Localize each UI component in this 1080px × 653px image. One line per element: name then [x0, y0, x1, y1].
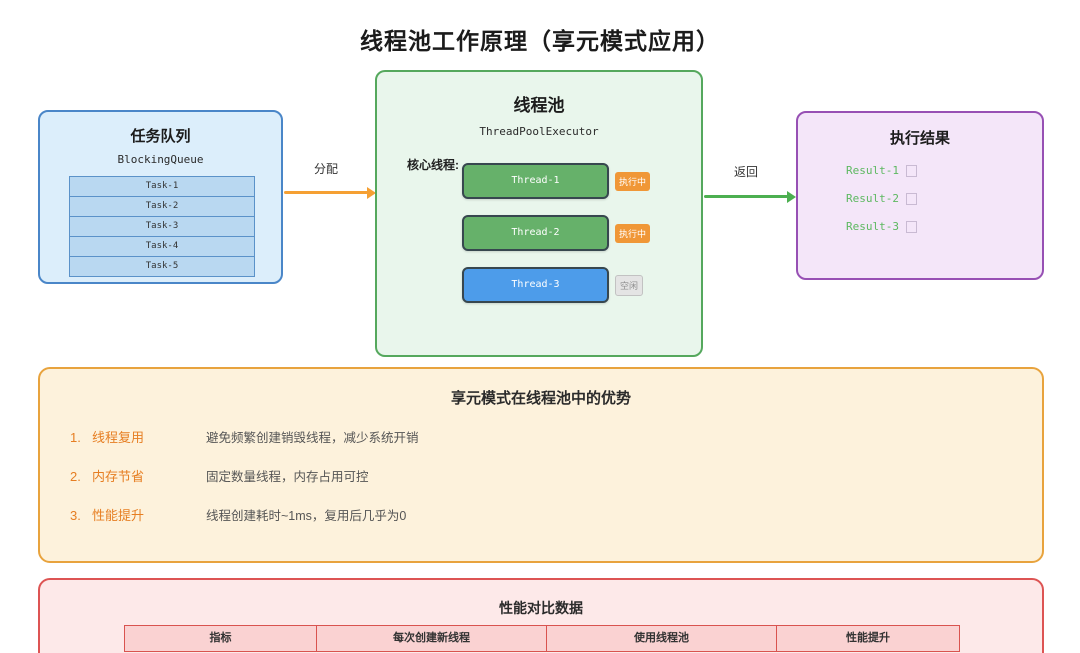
task-item: Task-4: [69, 236, 255, 257]
advantage-number: 3.: [70, 508, 81, 523]
advantage-label: 内存节省: [92, 469, 145, 484]
task-item: Task-5: [69, 256, 255, 277]
page-title: 线程池工作原理（享元模式应用）: [360, 28, 720, 54]
core-threads-label: 核心线程:: [407, 158, 459, 172]
task-item: Task-3: [69, 216, 255, 237]
checkbox-icon: [905, 220, 917, 233]
thread-pool-subtitle: ThreadPoolExecutor: [479, 125, 599, 138]
assign-flow: 分配: [284, 160, 376, 199]
advantage-description: 避免频繁创建销毁线程，减少系统开销: [206, 431, 419, 445]
result-label: Result-1: [846, 164, 899, 177]
thread-row: Thread-1 执行中: [462, 163, 651, 199]
thread-bar-idle: Thread-3: [462, 267, 609, 303]
advantages-panel: 享元模式在线程池中的优势 1. 线程复用 避免频繁创建销毁线程，减少系统开销 2…: [38, 367, 1044, 563]
status-badge-idle: 空闲: [615, 274, 644, 296]
advantage-number: 2.: [70, 469, 81, 484]
thread-pool-title: 线程池: [513, 96, 565, 115]
advantage-label: 线程复用: [92, 430, 145, 445]
checkbox-icon: [905, 164, 917, 177]
results-panel: 执行结果 Result-1 Result-2 Result-3: [796, 111, 1044, 280]
advantages-title: 享元模式在线程池中的优势: [450, 390, 631, 407]
thread-bar-running: Thread-2: [462, 215, 609, 251]
thread-pool-panel: 线程池 ThreadPoolExecutor 核心线程: Thread-1 执行…: [375, 70, 703, 357]
results-title: 执行结果: [889, 130, 950, 147]
result-row: Result-1: [846, 164, 917, 177]
advantage-item: 1. 线程复用 避免频繁创建销毁线程，减少系统开销: [70, 427, 1010, 446]
advantage-label: 性能提升: [92, 508, 145, 523]
result-row: Result-2: [846, 192, 917, 205]
task-queue-subtitle: BlockingQueue: [117, 153, 204, 166]
task-item: Task-1: [69, 176, 255, 197]
thread-bar-running: Thread-1: [462, 163, 609, 199]
return-arrow-label: 返回: [733, 165, 758, 179]
return-flow: 返回: [704, 163, 796, 203]
thread-row: Thread-3 空闲: [462, 267, 644, 303]
task-item: Task-2: [69, 196, 255, 217]
advantage-item: 3. 性能提升 线程创建耗时~1ms，复用后几乎为0: [70, 505, 1010, 524]
advantage-item: 2. 内存节省 固定数量线程，内存占用可控: [70, 466, 1010, 485]
performance-title: 性能对比数据: [499, 600, 583, 616]
task-list: Task-1 Task-2 Task-3 Task-4 Task-5: [69, 176, 255, 277]
task-queue-panel: 任务队列 BlockingQueue Task-1 Task-2 Task-3 …: [38, 110, 283, 284]
status-badge-running: 执行中: [615, 223, 651, 243]
result-row: Result-3: [846, 220, 917, 233]
status-badge-running: 执行中: [615, 171, 651, 191]
table-header-cell: 每次创建新线程: [316, 625, 547, 652]
thread-row: Thread-2 执行中: [462, 215, 651, 251]
task-queue-title: 任务队列: [130, 128, 191, 145]
advantage-description: 线程创建耗时~1ms，复用后几乎为0: [206, 509, 407, 523]
table-header-cell: 指标: [124, 625, 317, 652]
advantage-number: 1.: [70, 430, 81, 445]
result-label: Result-2: [846, 192, 899, 205]
assign-arrow-icon: [284, 186, 376, 199]
table-header-cell: 使用线程池: [546, 625, 777, 652]
result-label: Result-3: [846, 220, 899, 233]
return-arrow-icon: [704, 190, 796, 203]
checkbox-icon: [905, 192, 917, 205]
assign-arrow-label: 分配: [313, 162, 338, 176]
table-header-cell: 性能提升: [776, 625, 960, 652]
performance-table: 指标 每次创建新线程 使用线程池 性能提升: [124, 625, 962, 652]
performance-panel: 性能对比数据 指标 每次创建新线程 使用线程池 性能提升: [38, 578, 1044, 653]
advantage-description: 固定数量线程，内存占用可控: [206, 470, 369, 484]
